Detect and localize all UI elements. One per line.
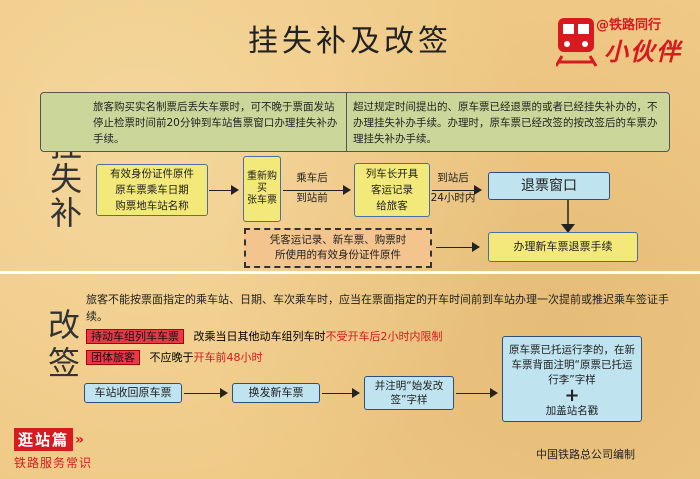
logo-handle: @铁路同行	[596, 18, 662, 33]
arrow-head	[472, 242, 480, 252]
arrow-line	[322, 393, 352, 394]
section-label-change: 改签	[48, 306, 81, 382]
lost-rule-text: 旅客购买实名制票后丢失车票时，可不晚于票面发站停止检票时间前20分钟到车站售票窗…	[93, 101, 338, 145]
within-24h-label: 到站后 24小时内	[430, 172, 476, 204]
collect-ticket-box: 车站收回原车票	[84, 383, 182, 403]
arrow-head	[474, 185, 482, 195]
chevron-right-icon: »	[75, 431, 85, 448]
luggage-note-box: 原车票已托运行李的，在新车票背面注明“原票已托运行李”字样 + 加盖站名戳	[502, 336, 642, 422]
arrow-line	[283, 190, 343, 191]
footer-badge: 逛站篇 » 铁路服务常识	[14, 428, 154, 474]
badge-title: 逛站篇	[14, 428, 74, 451]
train-icon	[554, 18, 598, 67]
rebuy-ticket-box: 重新购买 张车票	[243, 156, 281, 222]
arrow-head	[490, 388, 498, 398]
arrow-line	[432, 190, 474, 191]
refund-new-ticket-box: 办理新车票退票手续	[488, 232, 638, 262]
conductor-record-box: 列车长开具 客运记录 给旅客	[354, 163, 430, 217]
railway-logo: @铁路同行 小伙伴	[554, 12, 692, 68]
mark-origin-change-box: 并注明“始发改签”字样	[364, 376, 454, 410]
down-arrow-icon	[561, 200, 575, 233]
arrow-line	[456, 393, 490, 394]
lost-rules-panel: 旅客购买实名制票后丢失车票时，可不晚于票面发站停止检票时间前20分钟到车站售票窗…	[40, 92, 670, 152]
arrow-line	[209, 190, 231, 191]
arrow-head	[220, 388, 228, 398]
after-boarding-label: 乘车后 到站前	[296, 172, 328, 204]
badge-subtitle: 铁路服务常识	[14, 456, 93, 470]
plus-sign: +	[564, 385, 580, 406]
luggage-note-text: 原车票已托运行李的，在新车票背面注明“原票已托运行李”字样	[509, 344, 635, 386]
arrow-head	[343, 185, 351, 195]
refund-window-box: 退票窗口	[488, 172, 610, 200]
required-documents-box: 有效身份证件原件 原车票乘车日期 购票地车站名称	[96, 164, 208, 216]
station-stamp-text: 加盖站名戳	[545, 405, 599, 417]
group-passenger-tag: 团体旅客	[86, 350, 140, 365]
page-title: 挂失补及改签	[248, 24, 452, 59]
emu-rule-highlight: 不受开车后2小时内限制	[325, 330, 443, 343]
emu-ticket-tag: 持动车组列车车票	[86, 329, 184, 344]
arrow-head	[231, 185, 239, 195]
arrow-head	[352, 388, 360, 398]
logo-name: 小伙伴	[604, 38, 682, 66]
required-materials-box: 凭客运记录、新车票、购票时 所使用的有效身份证件原件	[244, 228, 432, 268]
panel-divider	[346, 93, 347, 151]
emu-rule-row: 持动车组列车车票 改乘当日其他动车组列车时不受开车后2小时内限制	[86, 329, 566, 345]
group-rule-highlight: 开车前48小时	[193, 351, 263, 364]
lost-exception-text: 超过规定时间提出的、原车票已经退票的或者已经挂失补办的，不办理挂失补办手续。办理…	[353, 101, 658, 145]
group-rule-row: 团体旅客 不应晚于开车前48小时	[86, 350, 386, 366]
group-rule-text: 不应晚于	[149, 351, 194, 364]
arrow-line	[184, 393, 220, 394]
credit-text: 中国铁路总公司编制	[536, 448, 635, 461]
change-intro-text: 旅客不能按票面指定的乘车站、日期、车次乘车时，应当在票面指定的开车时间前到车站办…	[86, 293, 669, 323]
emu-rule-text: 改乘当日其他动车组列车时	[193, 330, 326, 343]
issue-new-ticket-box: 换发新车票	[232, 383, 320, 403]
arrow-line	[436, 247, 472, 248]
section-separator	[0, 271, 700, 274]
